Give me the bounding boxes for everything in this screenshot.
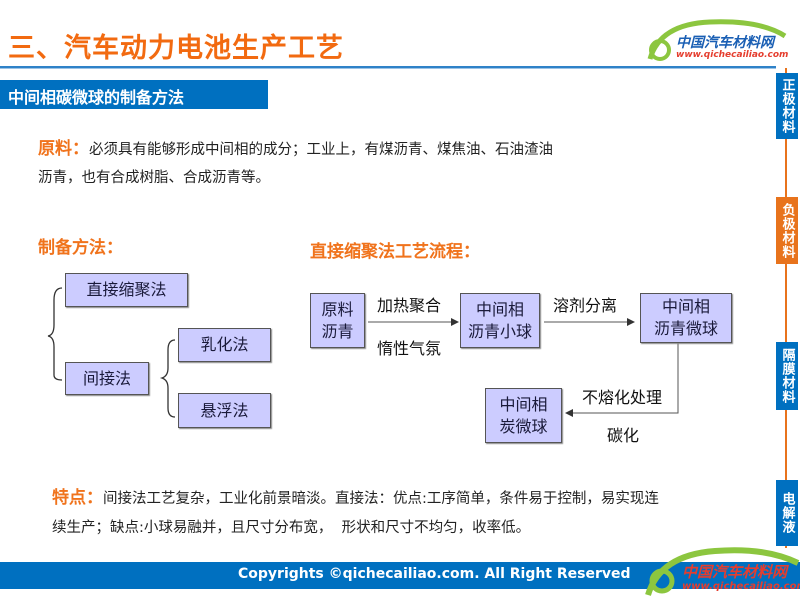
logo-swoosh-icon [647, 19, 787, 61]
features-line1: 特点：间接法工艺复杂，工业化前景暗淡。直接法：优点:工序简单，条件易于控制，易实… [52, 483, 659, 508]
copyright-text: Copyrights ©qichecailiao.com. All Right … [238, 566, 631, 582]
flow-box-carbon-microspheres: 中间相 炭微球 [485, 388, 562, 443]
logo-text: 中国汽车材料网 [676, 35, 774, 51]
step-heat-polymerize: 加热聚合 [377, 296, 442, 315]
footer-logo-text: 中国汽车材料网 [682, 563, 788, 581]
features-label: 特点： [52, 488, 103, 508]
flow-box-pitch-spherules: 中间相 沥青小球 [460, 293, 540, 348]
method-indirect: 间接法 [65, 362, 149, 395]
footer-logo-swoosh-icon [645, 547, 800, 596]
flow-arrows [368, 318, 679, 417]
method-emulsion: 乳化法 [178, 328, 271, 362]
step-carbonization: 碳化 [607, 426, 640, 445]
flow-title: 直接缩聚法工艺流程： [310, 242, 480, 262]
step-infusibilization: 不熔化处理 [582, 388, 663, 407]
method-suspension: 悬浮法 [178, 393, 271, 428]
method-direct: 直接缩聚法 [65, 273, 188, 307]
step-solvent-separation: 溶剂分离 [553, 296, 618, 315]
step-inert-atmosphere: 惰性气氛 [377, 339, 442, 358]
tab-electrolyte[interactable]: 电解液 [776, 480, 798, 546]
header-logo: 中国汽车材料网 www.qichecailiao.com [640, 14, 790, 64]
features-text1: 间接法工艺复杂，工业化前景暗淡。直接法：优点:工序简单，条件易于控制，易实现连 [103, 491, 659, 507]
raw-material-label: 原料： [38, 139, 89, 159]
sidebar-line [785, 68, 787, 548]
raw-text1: 必须具有能够形成中间相的成分；工业上，有煤沥青、煤焦油、石油渣油 [89, 142, 553, 158]
tab-anode-materials[interactable]: 负极材料 [776, 197, 798, 264]
brace-lines [47, 287, 176, 418]
features-line2: 续生产；缺点:小球易融并，且尺寸分布宽， 形状和尺寸不均匀，收率低。 [52, 520, 531, 536]
section-title: 中间相碳微球的制备方法 [0, 80, 268, 109]
page-title: 三、汽车动力电池生产工艺 [8, 33, 344, 64]
methods-label: 制备方法： [38, 238, 123, 258]
header-divider [0, 66, 776, 69]
footer-logo: 中国汽车材料网 www.qichecailiao.com [640, 543, 800, 599]
tab-separator-materials[interactable]: 隔膜材料 [776, 342, 798, 410]
raw-material-line2: 沥青，也有合成树脂、合成沥青等。 [38, 170, 270, 186]
logo-url: www.qichecailiao.com [676, 50, 789, 60]
flow-box-raw-pitch: 原料 沥青 [310, 293, 365, 348]
flow-box-pitch-microspheres: 中间相 沥青微球 [640, 293, 732, 343]
tab-cathode-materials[interactable]: 正极材料 [776, 73, 798, 139]
footer-logo-url: www.qichecailiao.com [682, 581, 800, 592]
raw-material-line1: 原料：必须具有能够形成中间相的成分；工业上，有煤沥青、煤焦油、石油渣油 [38, 134, 553, 159]
